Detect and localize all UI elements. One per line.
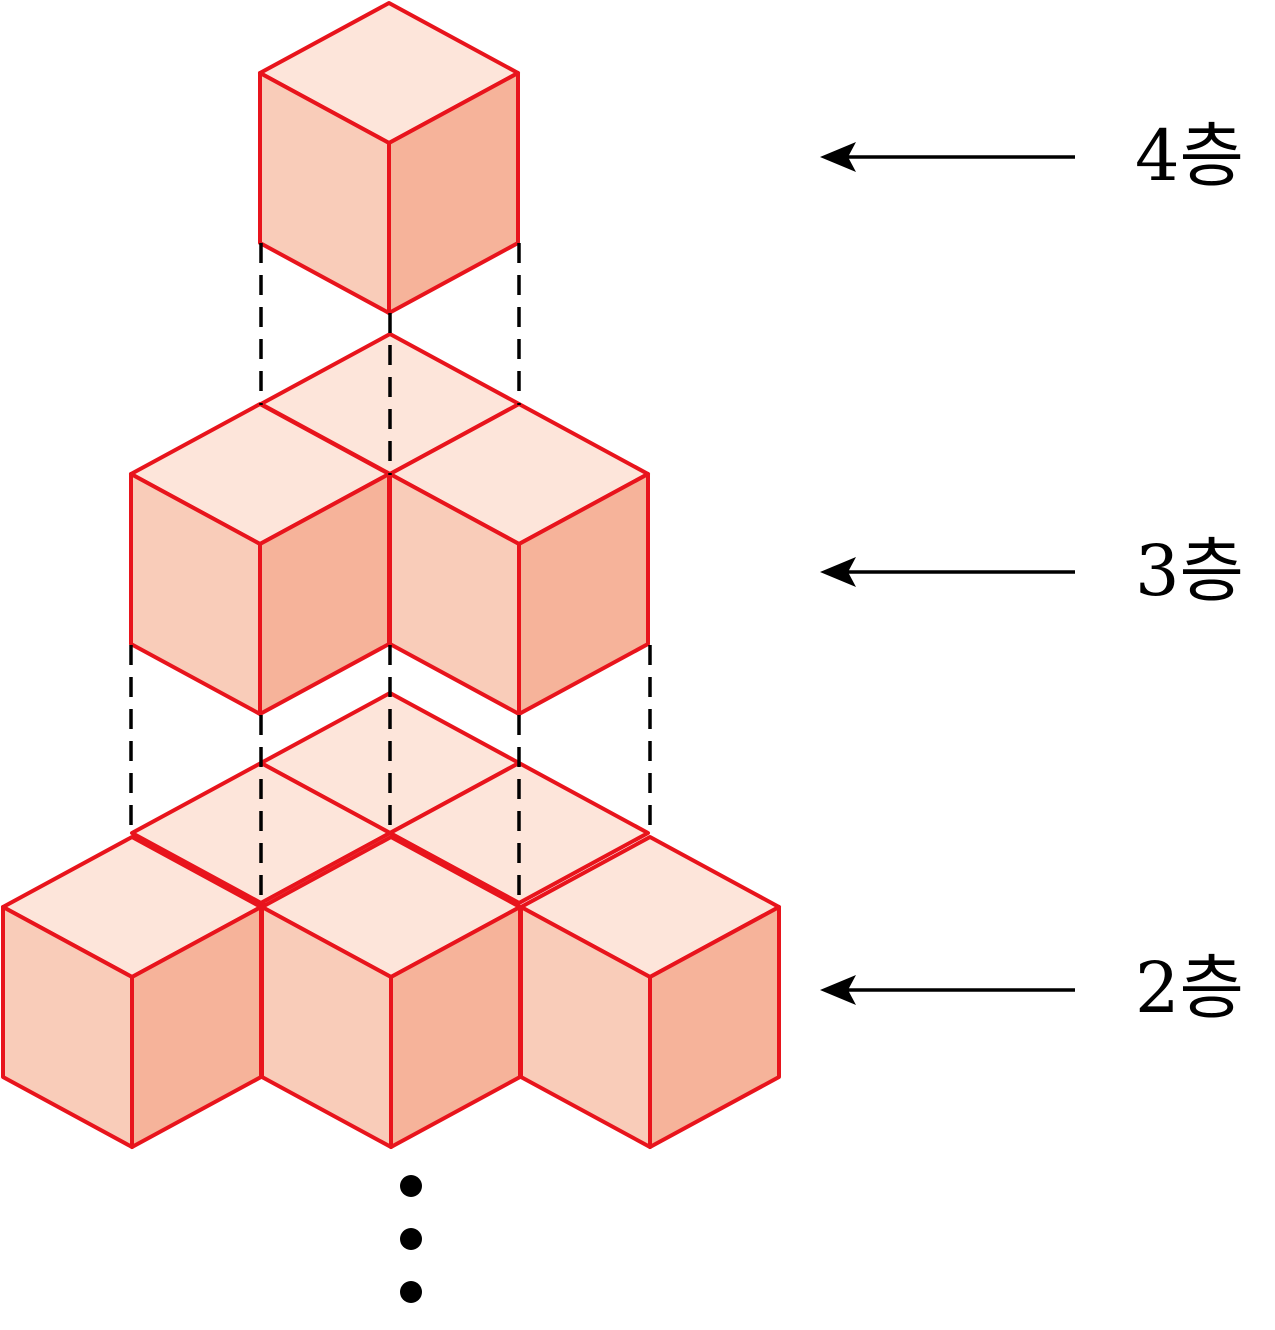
dot-1 bbox=[400, 1175, 422, 1197]
layer-2-cube-left bbox=[1, 835, 263, 1149]
label-layer-4: 4층 bbox=[1135, 115, 1244, 197]
arrow-layer-2 bbox=[820, 975, 1075, 1005]
arrow-head-icon bbox=[820, 557, 856, 587]
layer-2-cube-center bbox=[260, 835, 522, 1149]
cube-right-face bbox=[648, 905, 781, 1149]
dot-3 bbox=[400, 1281, 422, 1303]
cubes bbox=[1, 1, 781, 1149]
arrow-layer-3 bbox=[820, 557, 1075, 587]
cube-right-face bbox=[389, 905, 522, 1149]
label-layer-3: 3층 bbox=[1135, 530, 1244, 612]
layer-2-back-tops bbox=[130, 691, 650, 975]
layer-3-cube-right bbox=[388, 402, 650, 716]
dot-2 bbox=[400, 1228, 422, 1250]
layer-2-cube-right bbox=[519, 835, 781, 1149]
label-layer-2: 2층 bbox=[1135, 947, 1244, 1029]
cube-right-face bbox=[517, 472, 650, 716]
arrow-layer-4 bbox=[820, 142, 1075, 172]
layer-4-cube bbox=[258, 1, 520, 315]
arrow-head-icon bbox=[820, 975, 856, 1005]
arrow-head-icon bbox=[820, 142, 856, 172]
dashed-guide-lines bbox=[129, 243, 652, 905]
continuation-dots bbox=[400, 1175, 422, 1303]
